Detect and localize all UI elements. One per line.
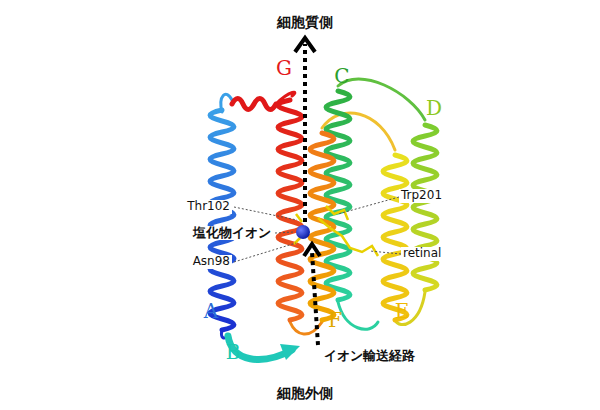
retinal-stick xyxy=(318,218,378,256)
leader-line xyxy=(338,197,399,214)
helix-label: A xyxy=(202,300,220,323)
side-chain xyxy=(296,214,302,222)
side-chain xyxy=(294,238,300,244)
beta-strand-head xyxy=(280,344,300,360)
residue-label: Thr102 xyxy=(185,200,232,214)
side-chain xyxy=(326,206,348,220)
leader-line xyxy=(234,207,297,220)
loop xyxy=(338,302,378,329)
helix-f xyxy=(310,133,334,320)
leader-line xyxy=(370,251,401,254)
pathway-label: イオン輸送経路 xyxy=(322,349,417,364)
helix-label: B xyxy=(224,341,243,364)
helix-label: E xyxy=(393,300,412,323)
helix-label: D xyxy=(424,97,444,120)
pathway-dots xyxy=(303,44,307,222)
helix-label: G xyxy=(274,57,294,80)
retinal-label: retinal xyxy=(401,247,443,261)
residue-label: Asn98 xyxy=(191,255,232,269)
helix-g-cap xyxy=(232,99,276,110)
leader-line xyxy=(275,232,294,233)
side-label: 細胞質側 xyxy=(275,14,335,30)
helices xyxy=(210,91,437,330)
leader-line xyxy=(234,243,296,262)
helix-a xyxy=(210,110,234,330)
pathway-head xyxy=(304,244,320,256)
helix-g xyxy=(278,100,302,320)
helix-e xyxy=(383,155,407,320)
pathway-head xyxy=(295,38,315,52)
residue-label: Trp201 xyxy=(399,189,444,203)
pathway-arrow xyxy=(295,38,320,345)
helix-label: C xyxy=(332,65,351,88)
chloride-ion xyxy=(296,225,310,239)
loop xyxy=(221,79,425,338)
side-label: 細胞外側 xyxy=(275,385,335,401)
helix-d xyxy=(413,125,437,290)
ion-label: 塩化物イオン xyxy=(191,226,273,241)
helix-label: F xyxy=(326,309,344,332)
pathway-dots xyxy=(312,252,318,345)
